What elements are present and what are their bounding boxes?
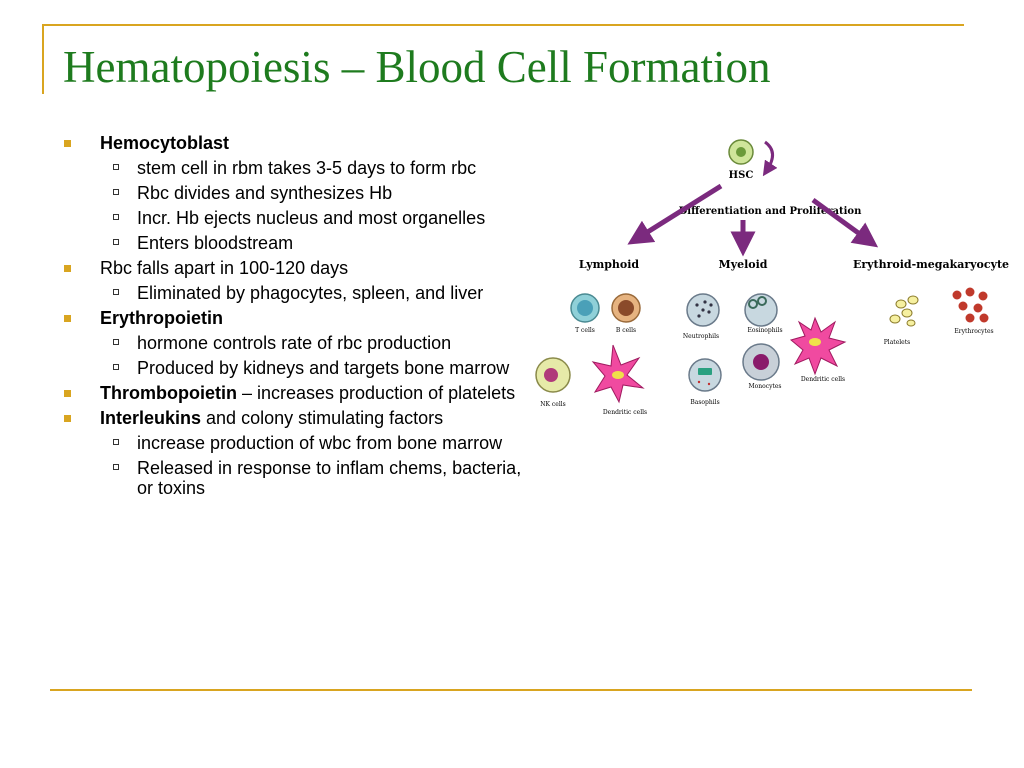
bullet-text: Rbc falls apart in 100-120 days (100, 258, 349, 278)
monocytes-label: Monocytes (748, 383, 781, 390)
sub-bullet: Eliminated by phagocytes, spleen, and li… (62, 283, 542, 303)
sub-bullet: Incr. Hb ejects nucleus and most organel… (62, 208, 542, 228)
sub-bullet: increase production of wbc from bone mar… (62, 433, 542, 453)
hematopoiesis-diagram: HSC Differentiation and Proliferation Ly… (535, 139, 1009, 416)
hollow-square-bullet-icon (113, 464, 119, 470)
hollow-square-bullet-icon (113, 164, 119, 170)
eosinophils-label: Eosinophils (747, 327, 782, 334)
bullet-erythropoietin: Erythropoietin (62, 308, 542, 328)
sub-bullet: Released in response to inflam chems, ba… (62, 458, 542, 498)
eosinophil-cell (744, 293, 778, 327)
lymphoid-label: Lymphoid (579, 258, 640, 271)
sub-bullet-text: Eliminated by phagocytes, spleen, and li… (137, 283, 484, 303)
square-bullet-icon (64, 140, 71, 147)
erythroid-label: Erythroid-megakaryocyte (853, 258, 1009, 271)
platelets-cluster (889, 295, 919, 327)
bullet-bold-text: Thrombopoietin (100, 383, 237, 403)
square-bullet-icon (64, 265, 71, 272)
sub-bullet-text: hormone controls rate of rbc production (137, 333, 452, 353)
dendritic-cell-lymphoid (591, 344, 645, 404)
hollow-square-bullet-icon (113, 239, 119, 245)
bullet-rbc-lifespan: Rbc falls apart in 100-120 days (62, 258, 542, 278)
hollow-square-bullet-icon (113, 189, 119, 195)
dendritic-cells-myeloid-label: Dendritic cells (801, 376, 845, 383)
hollow-square-bullet-icon (113, 289, 119, 295)
sub-bullet-text: increase production of wbc from bone mar… (137, 433, 503, 453)
sub-bullet-text: Released in response to inflam chems, ba… (137, 458, 522, 498)
b-cell (611, 293, 641, 323)
sub-bullet: hormone controls rate of rbc production (62, 333, 542, 353)
bullet-bold-text: Erythropoietin (100, 308, 224, 328)
hollow-square-bullet-icon (113, 439, 119, 445)
nk-cell (535, 357, 571, 393)
neutrophils-label: Neutrophils (683, 333, 719, 340)
hsc-label: HSC (729, 170, 754, 181)
sub-bullet-text: Rbc divides and synthesizes Hb (137, 183, 393, 203)
hsc-cell (728, 139, 778, 177)
erythrocytes-label: Erythrocytes (954, 328, 993, 335)
frame-top-rule (42, 24, 964, 26)
process-label: Differentiation and Proliferation (679, 206, 862, 217)
bullet-text: – increases production of platelets (236, 383, 516, 403)
sub-bullet: Produced by kidneys and targets bone mar… (62, 358, 542, 378)
sub-bullet-text: Produced by kidneys and targets bone mar… (137, 358, 510, 378)
hollow-square-bullet-icon (113, 339, 119, 345)
bullet-text: and colony stimulating factors (201, 408, 444, 428)
frame-left-rule (42, 24, 44, 94)
bullet-bold-text: Hemocytoblast (100, 133, 230, 153)
erythrocytes-cluster (952, 287, 989, 323)
sub-bullet-text: stem cell in rbm takes 3-5 days to form … (137, 158, 477, 178)
bullet-list: Hemocytoblast stem cell in rbm takes 3-5… (62, 133, 542, 503)
dendritic-cell-myeloid (789, 316, 847, 376)
bullet-thrombopoietin: Thrombopoietin – increases production of… (62, 383, 542, 403)
t-cell (570, 293, 600, 323)
sub-bullet: Enters bloodstream (62, 233, 542, 253)
arrow-to-lymphoid-icon (627, 183, 723, 245)
slide-title: Hematopoiesis – Blood Cell Formation (63, 42, 771, 92)
monocyte-cell (742, 343, 780, 381)
b-cells-label: B cells (616, 327, 636, 334)
frame-bottom-rule (50, 689, 972, 691)
t-cells-label: T cells (575, 327, 595, 334)
square-bullet-icon (64, 415, 71, 422)
bullet-bold-text: Interleukins (100, 408, 202, 428)
myeloid-label: Myeloid (719, 258, 768, 271)
sub-bullet: stem cell in rbm takes 3-5 days to form … (62, 158, 542, 178)
basophil-cell (688, 358, 722, 392)
square-bullet-icon (64, 390, 71, 397)
arrow-to-erythroid-icon (811, 197, 879, 248)
bullet-interleukins: Interleukins and colony stimulating fact… (62, 408, 542, 428)
neutrophil-cell (686, 293, 720, 327)
bullet-hemocytoblast: Hemocytoblast (62, 133, 542, 153)
self-renewal-arrow-icon (762, 140, 778, 177)
basophils-label: Basophils (690, 399, 719, 406)
sub-bullet: Rbc divides and synthesizes Hb (62, 183, 542, 203)
sub-bullet-text: Enters bloodstream (137, 233, 294, 253)
hollow-square-bullet-icon (113, 214, 119, 220)
sub-bullet-text: Incr. Hb ejects nucleus and most organel… (137, 208, 486, 228)
nk-cells-label: NK cells (540, 401, 565, 408)
square-bullet-icon (64, 315, 71, 322)
dendritic-cells-lymphoid-label: Dendritic cells (603, 409, 647, 416)
platelets-label: Platelets (884, 339, 910, 346)
hollow-square-bullet-icon (113, 364, 119, 370)
